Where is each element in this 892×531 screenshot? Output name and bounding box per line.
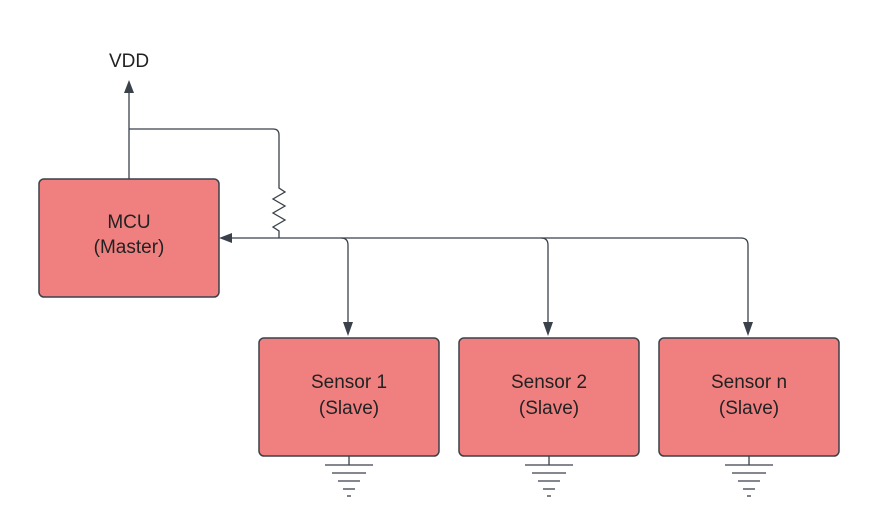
sensor-2-title: Sensor 2 — [511, 372, 587, 393]
ground-icon — [725, 456, 773, 497]
ground-icon — [525, 456, 573, 497]
sensor-1-arrow-icon — [343, 322, 353, 336]
sensor-1-block: Sensor 1 (Slave) — [258, 337, 440, 457]
sensor-2-arrow-icon — [543, 322, 553, 336]
sensor-n-arrow-icon — [743, 322, 753, 336]
sensor-2-role: (Slave) — [519, 398, 579, 419]
pullup-wire — [129, 128, 280, 183]
sensor-2-block: Sensor 2 (Slave) — [458, 337, 640, 457]
sensor-n-title: Sensor n — [711, 372, 787, 393]
vdd-label: VDD — [109, 51, 149, 72]
vdd-arrow-icon — [124, 80, 134, 179]
mcu-block: MCU (Master) — [38, 178, 220, 298]
ground-icon — [325, 456, 373, 497]
sensor-n-role: (Slave) — [719, 398, 779, 419]
mcu-input-arrow-icon — [219, 233, 232, 243]
sensor-1-role: (Slave) — [319, 398, 379, 419]
sensor-n-block: Sensor n (Slave) — [658, 337, 840, 457]
bus-line — [232, 237, 749, 322]
mcu-role: (Master) — [94, 237, 165, 258]
mcu-title: MCU — [107, 212, 150, 233]
resistor-icon — [271, 183, 287, 238]
sensor-1-title: Sensor 1 — [311, 372, 387, 393]
